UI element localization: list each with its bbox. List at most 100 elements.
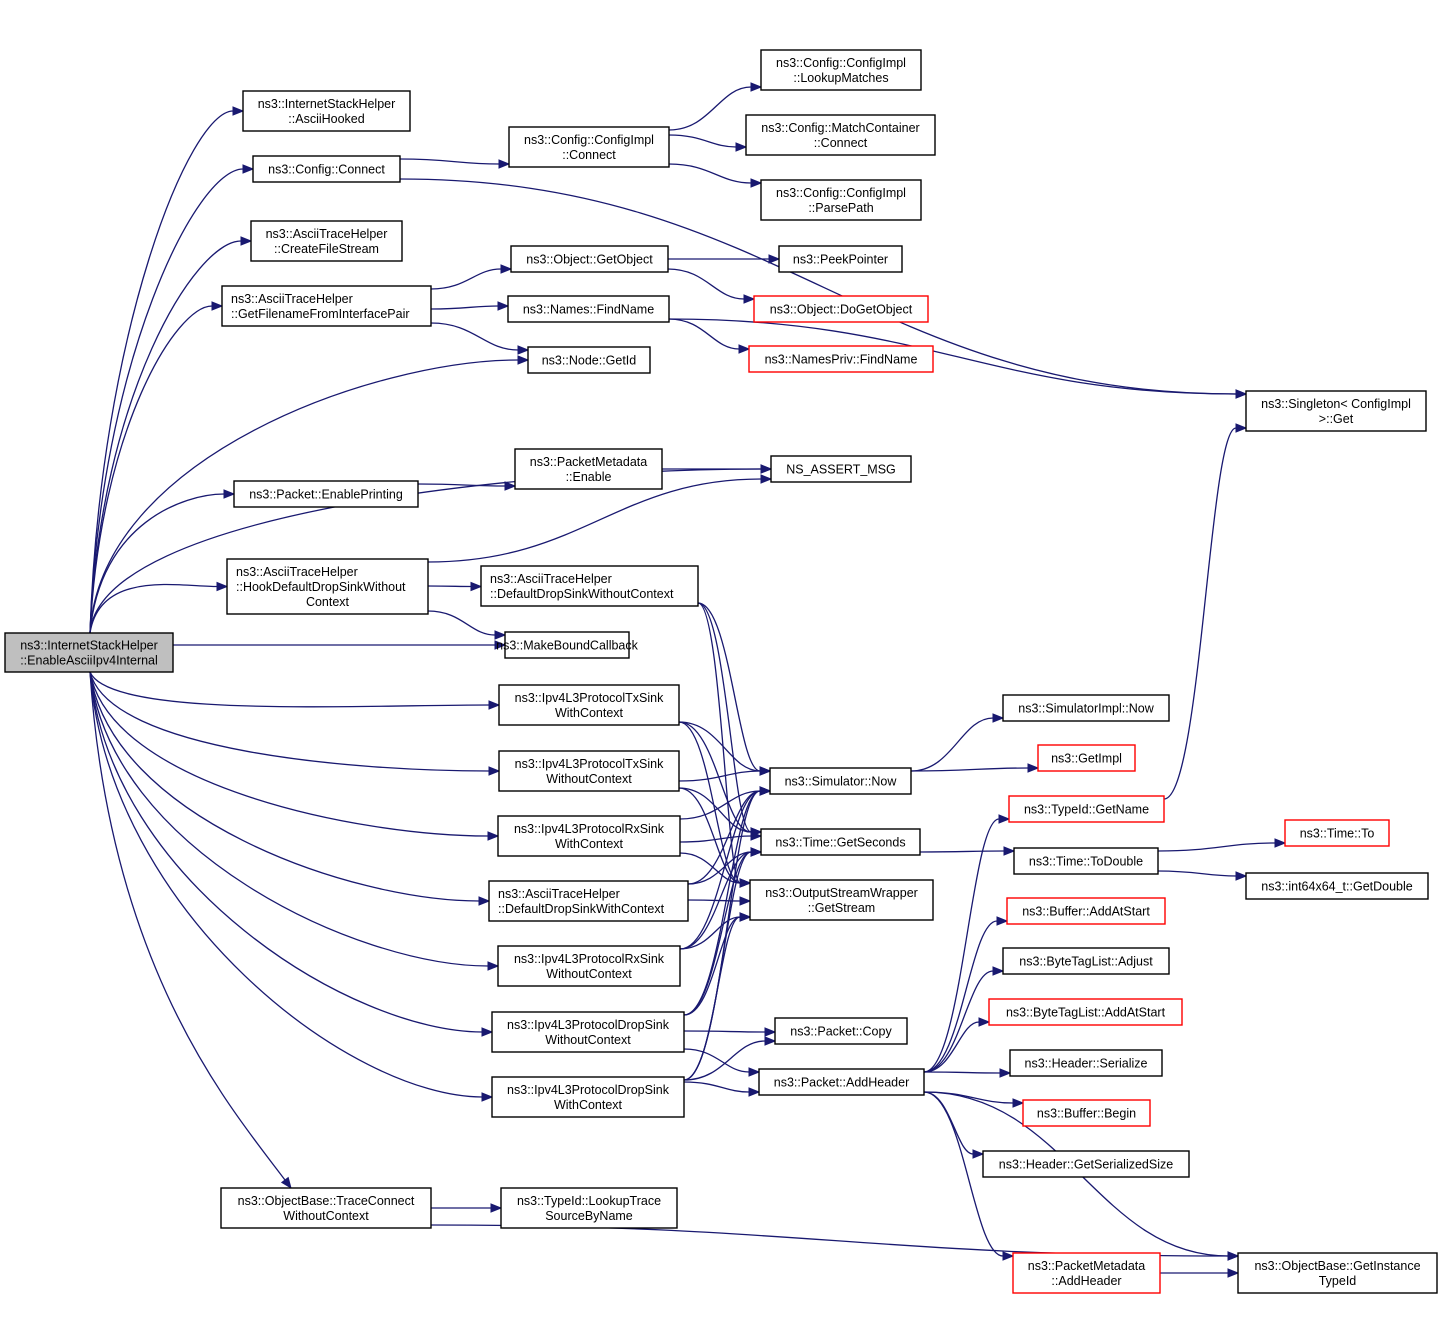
- node-createFileStream[interactable]: ns3::AsciiTraceHelper::CreateFileStream: [250, 220, 403, 262]
- node-traceConnect[interactable]: ns3::ObjectBase::TraceConnectWithoutCont…: [220, 1187, 432, 1229]
- node-hookDrop[interactable]: ns3::AsciiTraceHelper::HookDefaultDropSi…: [226, 558, 429, 615]
- edge-hookDrop-to-nsAssert: [427, 474, 773, 563]
- arrowhead-icon: [242, 164, 255, 174]
- edge-root-to-makeBound: [173, 640, 507, 650]
- node-pktAddHeader[interactable]: ns3::Packet::AddHeader: [758, 1068, 925, 1096]
- node-box: [753, 295, 929, 323]
- node-box: [1002, 947, 1170, 975]
- edge-root-to-hookDrop: [89, 581, 229, 634]
- edge-dropWithout-to-pktAddHeader: [683, 1048, 761, 1077]
- edge-enablePrinting-to-pmEnable: [417, 481, 517, 491]
- node-label-line: ns3::Ipv4L3ProtocolRxSink: [514, 952, 665, 966]
- node-label-line: ns3::Header::GetSerializedSize: [999, 1158, 1173, 1172]
- node-box: [1002, 694, 1170, 722]
- node-hdrSerialize[interactable]: ns3::Header::Serialize: [1009, 1049, 1163, 1077]
- node-nodeGetId[interactable]: ns3::Node::GetId: [527, 346, 651, 374]
- edge-root-to-asciiHooked: [89, 106, 245, 634]
- node-getFilename[interactable]: ns3::AsciiTraceHelper::GetFilenameFromIn…: [221, 285, 432, 327]
- node-box: [778, 245, 903, 273]
- node-lookupMatches[interactable]: ns3::Config::ConfigImpl::LookupMatches: [760, 49, 922, 91]
- edge-root-to-cfgConnect: [89, 164, 255, 634]
- edge-cfgImplConnect-to-lookupMatches: [668, 82, 763, 131]
- node-label-line: ns3::Names::FindName: [523, 303, 654, 317]
- node-label-line: ns3::Buffer::Begin: [1037, 1107, 1136, 1121]
- node-pmEnable[interactable]: ns3::PacketMetadata::Enable: [514, 448, 663, 490]
- node-label-line: ::DefaultDropSinkWithoutContext: [490, 587, 674, 601]
- arrowhead-icon: [280, 1176, 292, 1190]
- node-enablePrinting[interactable]: ns3::Packet::EnablePrinting: [233, 480, 419, 508]
- node-cfgConnect[interactable]: ns3::Config::Connect: [252, 155, 401, 183]
- node-btlAdjust[interactable]: ns3::ByteTagList::Adjust: [1002, 947, 1170, 975]
- node-typeGetName[interactable]: ns3::TypeId::GetName: [1008, 795, 1165, 823]
- node-bufBegin[interactable]: ns3::Buffer::Begin: [1022, 1099, 1151, 1127]
- node-toDouble[interactable]: ns3::Time::ToDouble: [1013, 847, 1159, 875]
- edge-txWith-to-getStream: [678, 721, 752, 888]
- arrowhead-icon: [764, 1036, 777, 1046]
- node-label-line: ns3::Packet::AddHeader: [774, 1076, 910, 1090]
- arrowhead-icon: [517, 345, 530, 355]
- edge-root-to-createFileStream: [89, 236, 253, 634]
- arrowhead-icon: [232, 106, 245, 116]
- edge-root-to-rxWith: [89, 671, 500, 841]
- arrowhead-icon: [240, 236, 253, 246]
- node-label-line: WithContext: [554, 1098, 623, 1112]
- node-simImplNow[interactable]: ns3::SimulatorImpl::Now: [1002, 694, 1170, 722]
- node-dropSinkWith[interactable]: ns3::AsciiTraceHelper::DefaultDropSinkWi…: [488, 880, 689, 922]
- edge-pktAddHeader-to-hdrSerialize: [923, 1068, 1012, 1078]
- node-hdrGetSize[interactable]: ns3::Header::GetSerializedSize: [982, 1150, 1190, 1178]
- node-simNow[interactable]: ns3::Simulator::Now: [769, 767, 912, 795]
- node-getStream[interactable]: ns3::OutputStreamWrapper::GetStream: [749, 879, 934, 921]
- node-timeTo[interactable]: ns3::Time::To: [1284, 819, 1390, 847]
- node-box: [770, 455, 912, 483]
- node-box: [226, 558, 429, 615]
- nodes-layer: ns3::InternetStackHelper::EnableAsciiIpv…: [4, 49, 1438, 1294]
- node-label-line: WithoutContext: [546, 967, 632, 981]
- node-getImpl[interactable]: ns3::GetImpl: [1037, 744, 1136, 772]
- node-label-line: ::Connect: [562, 148, 616, 162]
- node-box: [982, 1150, 1190, 1178]
- edge-pktAddHeader-to-btlAdjust: [923, 966, 1005, 1073]
- node-getObject[interactable]: ns3::Object::GetObject: [510, 245, 669, 273]
- node-pktCopy[interactable]: ns3::Packet::Copy: [774, 1017, 908, 1045]
- node-box: [497, 945, 681, 987]
- node-dropSinkWithout[interactable]: ns3::AsciiTraceHelper::DefaultDropSinkWi…: [480, 565, 699, 607]
- node-getSeconds[interactable]: ns3::Time::GetSeconds: [760, 828, 921, 856]
- node-label-line: WithoutContext: [545, 1033, 631, 1047]
- node-namesPrivFind[interactable]: ns3::NamesPriv::FindName: [748, 345, 934, 373]
- node-label-line: ::DefaultDropSinkWithContext: [498, 902, 665, 916]
- node-dropWithout[interactable]: ns3::Ipv4L3ProtocolDropSinkWithoutContex…: [491, 1011, 685, 1053]
- node-nsAssert[interactable]: NS_ASSERT_MSG: [770, 455, 912, 483]
- node-box: [1013, 847, 1159, 875]
- node-asciiHooked[interactable]: ns3::InternetStackHelper::AsciiHooked: [242, 90, 411, 132]
- node-makeBound[interactable]: ns3::MakeBoundCallback: [496, 631, 639, 659]
- edge-hookDrop-to-dropSinkWithout: [427, 581, 483, 592]
- arrowhead-icon: [517, 355, 530, 365]
- node-root[interactable]: ns3::InternetStackHelper::EnableAsciiIpv…: [4, 632, 174, 673]
- edge-root-to-dropSinkWith: [89, 671, 491, 906]
- node-namesFind[interactable]: ns3::Names::FindName: [507, 295, 670, 323]
- node-pmAddHeader[interactable]: ns3::PacketMetadata::AddHeader: [1012, 1252, 1161, 1294]
- node-int64GetDouble[interactable]: ns3::int64x64_t::GetDouble: [1245, 872, 1429, 900]
- node-parsePath[interactable]: ns3::Config::ConfigImpl::ParsePath: [760, 179, 922, 221]
- node-label-line: ::Connect: [814, 136, 868, 150]
- node-btlAddAtStart[interactable]: ns3::ByteTagList::AddAtStart: [988, 998, 1183, 1026]
- node-cfgImplConnect[interactable]: ns3::Config::ConfigImpl::Connect: [508, 126, 670, 168]
- arrowhead-icon: [738, 344, 751, 354]
- node-peekPointer[interactable]: ns3::PeekPointer: [778, 245, 903, 273]
- node-label-line: ::AddHeader: [1051, 1274, 1121, 1288]
- node-label-line: ns3::Header::Serialize: [1025, 1057, 1148, 1071]
- node-matchConnect[interactable]: ns3::Config::MatchContainer::Connect: [745, 114, 936, 156]
- node-bufAddAtStart[interactable]: ns3::Buffer::AddAtStart: [1006, 897, 1166, 925]
- node-doGetObject[interactable]: ns3::Object::DoGetObject: [753, 295, 929, 323]
- node-label-line: ns3::ByteTagList::AddAtStart: [1006, 1006, 1166, 1020]
- arrowhead-icon: [1227, 1251, 1240, 1261]
- node-box: [749, 879, 934, 921]
- node-singletonGet[interactable]: ns3::Singleton< ConfigImpl>::Get: [1245, 390, 1427, 432]
